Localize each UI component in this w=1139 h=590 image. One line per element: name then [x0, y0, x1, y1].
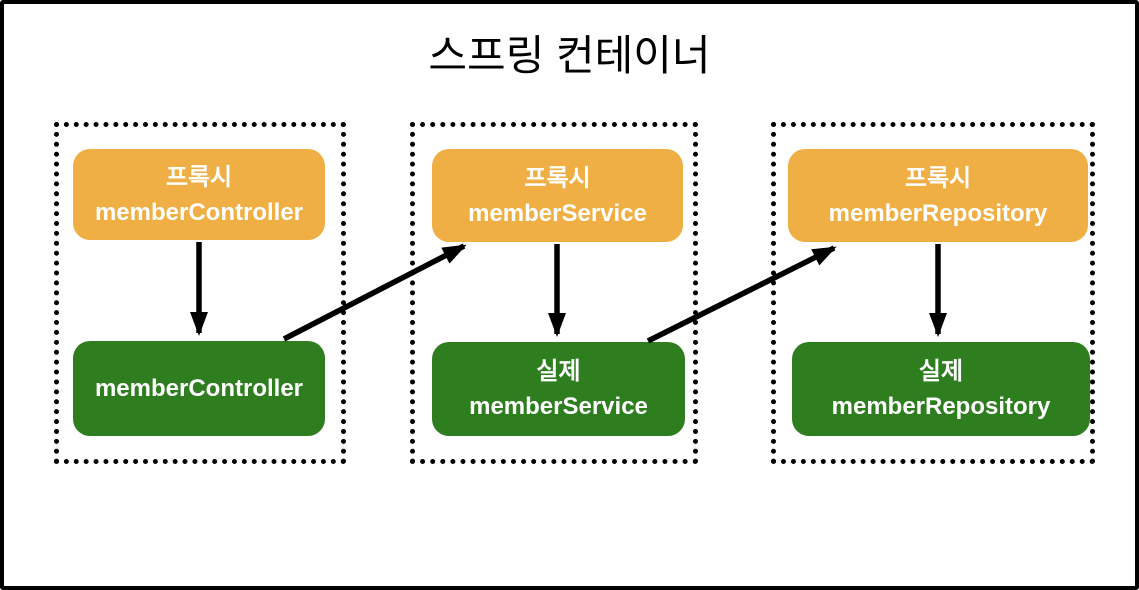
spring-container-group-repository: 프록시 memberRepository 실제 memberRepository	[771, 122, 1095, 464]
bean-name: memberController	[94, 375, 304, 402]
bean-name: memberService	[469, 393, 648, 420]
proxy-label: 프록시	[524, 164, 591, 192]
bean-name: memberController	[94, 198, 304, 226]
real-label: 실제	[536, 358, 581, 385]
real-label: 실제	[918, 358, 964, 385]
proxy-label: 프록시	[165, 163, 233, 191]
proxy-membercontroller-box: 프록시 memberController	[73, 149, 325, 240]
proxy-memberrepository-box: 프록시 memberRepository	[788, 149, 1088, 242]
bean-name: memberService	[468, 199, 647, 227]
bean-name: memberRepository	[828, 199, 1048, 227]
real-memberservice-box: 실제 memberService	[432, 342, 685, 436]
real-membercontroller-box: memberController	[73, 341, 325, 436]
diagram-title: 스프링 컨테이너	[428, 32, 711, 79]
spring-container-group-controller: 프록시 memberController memberController	[54, 122, 346, 464]
real-memberrepository-box: 실제 memberRepository	[792, 342, 1090, 436]
proxy-memberservice-box: 프록시 memberService	[432, 149, 683, 242]
spring-container-group-service: 프록시 memberService 실제 memberService	[410, 122, 698, 464]
proxy-label: 프록시	[904, 164, 972, 192]
bean-name: memberRepository	[831, 393, 1051, 420]
